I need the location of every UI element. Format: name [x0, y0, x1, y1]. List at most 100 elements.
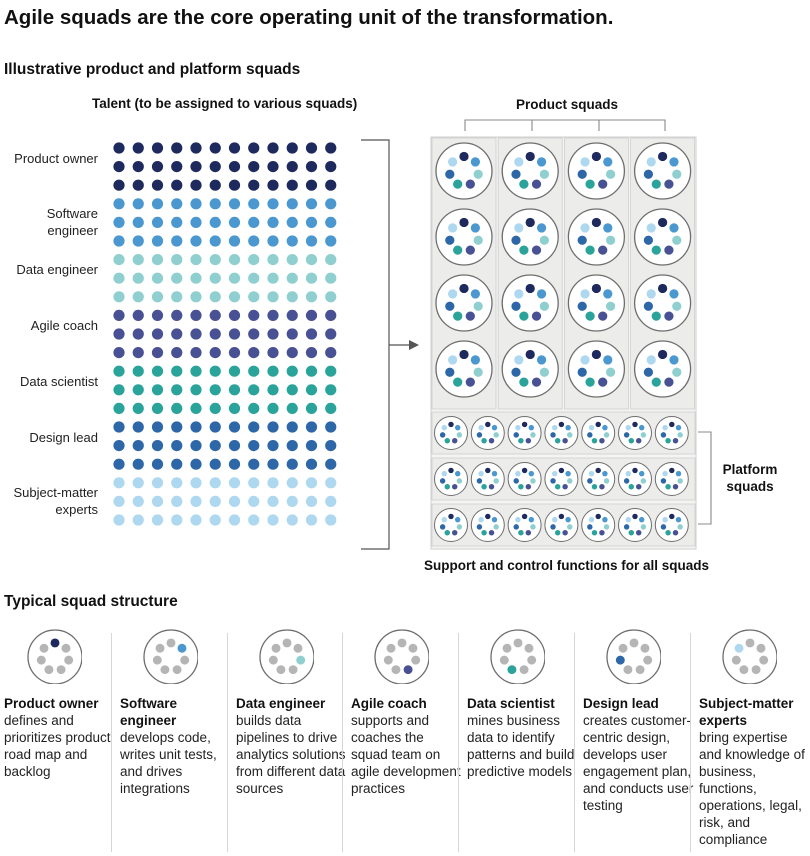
squad-member-dot [662, 424, 668, 431]
squad-member-dot [502, 643, 512, 653]
squad-member-dot [599, 438, 605, 444]
talent-dot [267, 421, 279, 433]
talent-dot [151, 421, 164, 433]
talent-dot [325, 477, 337, 489]
talent-dot [248, 440, 260, 452]
squad-member-dot [525, 349, 535, 360]
talent-dot [113, 514, 125, 526]
squad-member-dot [636, 530, 642, 536]
squad-member-dot [513, 478, 519, 484]
squad-member-dot [598, 179, 608, 189]
talent-dot [248, 328, 260, 340]
squad-member-dot [485, 513, 491, 520]
squad-member-dot [481, 438, 487, 444]
product-squads-label: Product squads [516, 97, 619, 112]
squad-member-dot [439, 478, 446, 484]
squad-member-dot [550, 478, 556, 484]
talent-dot [267, 216, 279, 228]
talent-dot [286, 235, 298, 247]
squad-member-dot [513, 638, 523, 648]
squad-member-dot [515, 516, 521, 523]
talent-dot [151, 495, 164, 507]
talent-dot [267, 272, 279, 284]
talent-dot [209, 384, 221, 396]
squad-member-dot [465, 311, 475, 321]
card-divider [690, 633, 691, 852]
squad-member-dot [465, 377, 475, 387]
squad-member-dot [525, 283, 535, 294]
talent-dot [209, 161, 221, 173]
squad-member-dot [677, 478, 683, 484]
squad-member-dot [296, 655, 306, 665]
talent-dot [209, 440, 221, 452]
squad-member-dot [643, 235, 654, 245]
talent-dot [325, 309, 337, 321]
talent-dot [228, 495, 241, 507]
talent-dot [325, 440, 337, 452]
talent-dot [171, 495, 183, 507]
squad-member-dot [459, 349, 469, 360]
talent-dot [190, 216, 202, 228]
squad-member-dot [481, 530, 487, 536]
squad-member-dot [675, 516, 682, 523]
squad-member-dot [530, 478, 536, 484]
squad-member-dot [603, 524, 610, 530]
squad-circle [143, 629, 198, 684]
squad-member-dot [519, 377, 529, 387]
squad-member-dot [643, 655, 653, 665]
squad-role-description: supports and coaches the squad team on a… [351, 713, 461, 796]
squad-member-dot [403, 665, 413, 675]
talent-dot [305, 514, 318, 526]
talent-dot [325, 495, 337, 507]
squad-member-dot [577, 235, 587, 245]
talent-dot [267, 402, 279, 414]
squad-structure-heading: Typical squad structure [4, 593, 178, 610]
squad-member-dot [603, 478, 610, 484]
talent-role-label: Product owner [14, 150, 98, 166]
talent-dot [286, 514, 298, 526]
talent-dot [325, 142, 337, 154]
talent-dot [325, 198, 337, 210]
talent-dot [228, 235, 241, 247]
talent-dot [209, 179, 221, 191]
talent-dot [286, 179, 298, 191]
squad-member-dot [651, 179, 661, 189]
squad-member-dot [539, 235, 550, 245]
squad-member-dot [623, 478, 630, 484]
squad-member-dot [657, 349, 668, 360]
squad-member-dot [441, 424, 448, 431]
product-squad [633, 340, 692, 398]
talent-dot [305, 235, 318, 247]
talent-dot [132, 291, 144, 303]
talent-dot [267, 198, 279, 210]
squad-member-dot [491, 424, 498, 431]
squad-member-dot [448, 467, 454, 474]
squad-member-dot [562, 530, 568, 536]
talent-dot [190, 291, 202, 303]
squad-member-dot [602, 424, 608, 431]
squad-member-dot [664, 311, 674, 321]
squad-member-dot [485, 467, 491, 474]
talent-dot [171, 291, 183, 303]
talent-dot [190, 235, 202, 247]
squad-member-dot [660, 432, 667, 438]
squad-member-dot [588, 424, 595, 431]
squad-member-dot [465, 179, 475, 189]
talent-dot [305, 421, 318, 433]
squad-member-dot [454, 516, 461, 523]
squad-member-dot [155, 643, 165, 653]
talent-dot [248, 421, 260, 433]
squad-member-dot [662, 470, 668, 477]
squad-member-dot [551, 424, 558, 431]
product-squad [435, 274, 493, 332]
talent-dot [228, 458, 241, 470]
talent-dot [305, 477, 318, 489]
talent-dot [325, 328, 337, 340]
talent-dot [171, 309, 183, 321]
squad-member-dot [591, 283, 602, 294]
squad-member-dot [453, 377, 463, 387]
squad-member-dot [587, 478, 593, 484]
talent-dot [305, 291, 318, 303]
talent-dot [267, 347, 279, 359]
